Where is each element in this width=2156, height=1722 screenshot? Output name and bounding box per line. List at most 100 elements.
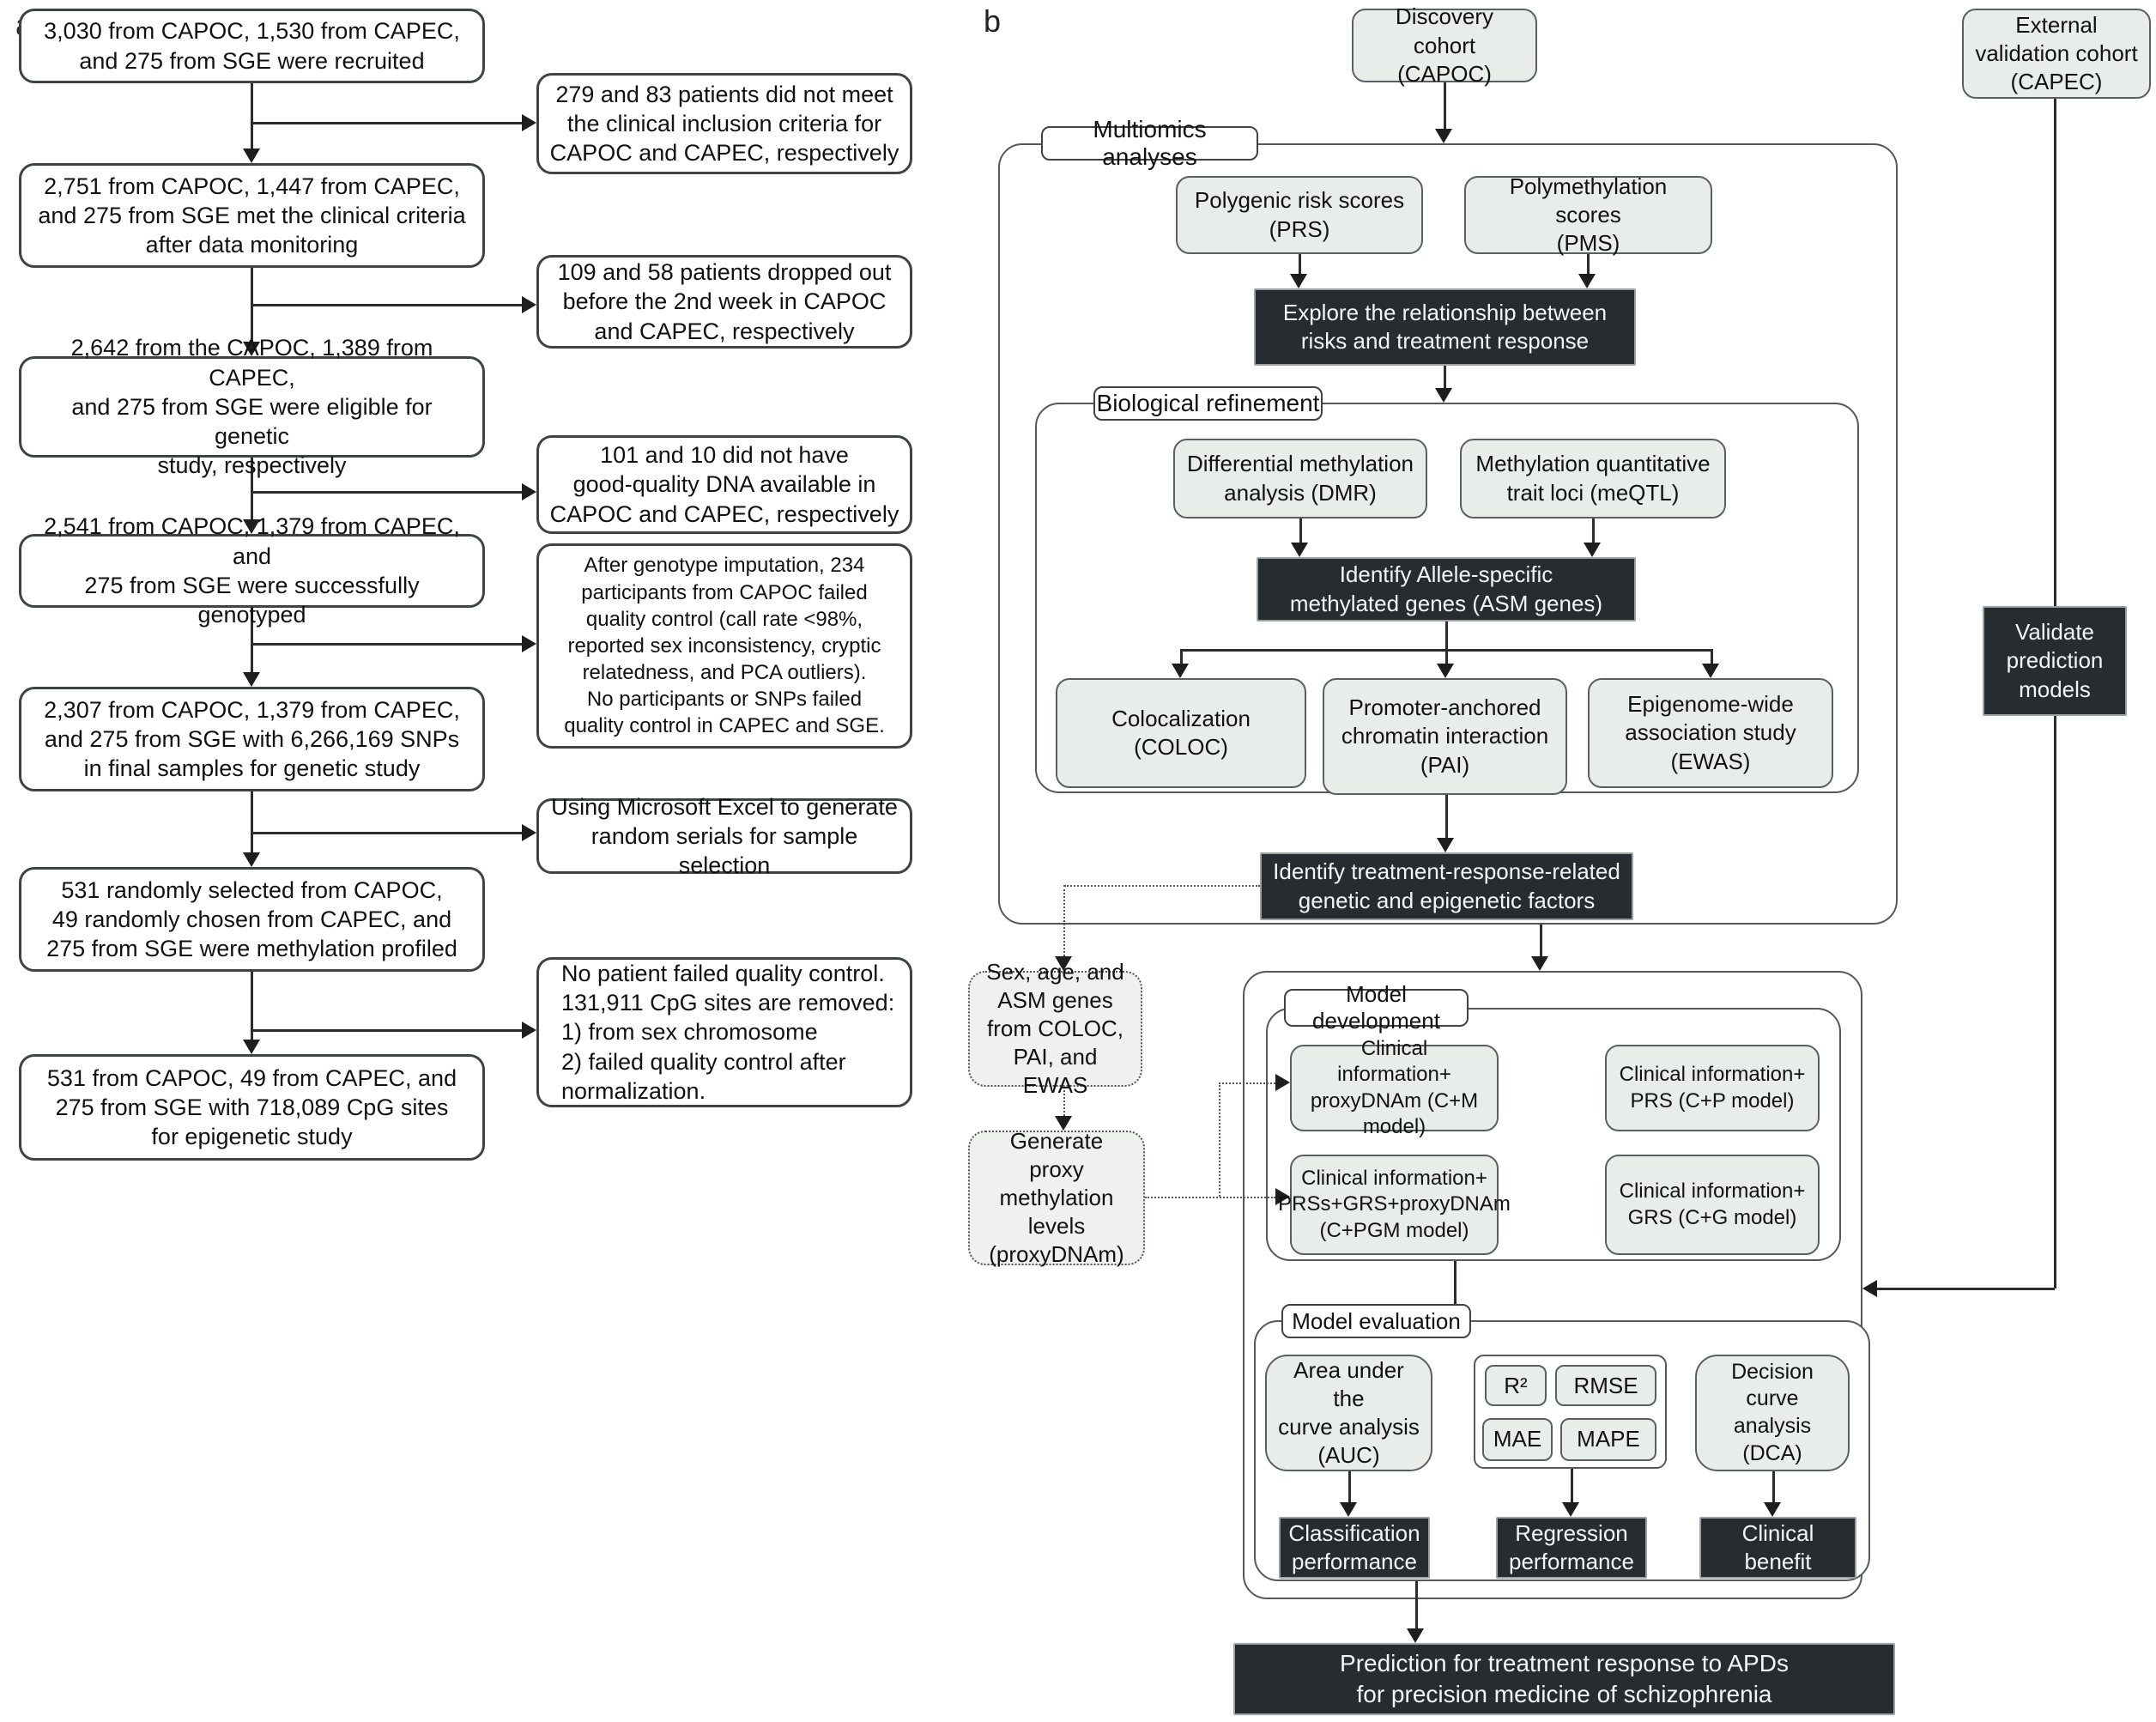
regression-box: Regression performance xyxy=(1496,1517,1647,1579)
coloc-box: Colocalization (COLOC) xyxy=(1056,678,1306,788)
arrowhead-down-icon xyxy=(1702,664,1719,678)
arrowhead-right-icon xyxy=(522,824,536,841)
connector-line xyxy=(1299,254,1301,274)
box-eligible-genetic: 2,642 from the CAPOC, 1,389 from CAPEC, … xyxy=(19,335,485,478)
connector-line xyxy=(1711,649,1713,664)
connector-line xyxy=(251,1029,522,1032)
auc-box: Area under the curve analysis (AUC) xyxy=(1265,1355,1432,1471)
connector-line xyxy=(1454,1261,1457,1306)
connector-line xyxy=(1571,1469,1573,1502)
arrowhead-right-icon xyxy=(522,296,536,313)
arrowhead-down-icon xyxy=(1055,1116,1072,1131)
explore-box: Explore the relationship between risks a… xyxy=(1254,288,1636,366)
pai-box: Promoter-anchored chromatin interaction … xyxy=(1323,678,1567,795)
connector-line xyxy=(1587,254,1590,274)
connector-line xyxy=(1445,793,1448,838)
box-imputation-qc: After genotype imputation, 234 participa… xyxy=(536,543,912,749)
arrowhead-down-icon xyxy=(1055,956,1072,971)
box-epigenetic-study: 531 from CAPOC, 49 from CAPEC, and 275 f… xyxy=(19,1054,485,1161)
arrowhead-right-icon xyxy=(1275,1074,1290,1091)
generate-proxy-box: Generate proxy methylation levels (proxy… xyxy=(968,1128,1145,1267)
rmse-box: RMSE xyxy=(1555,1365,1656,1406)
connector-line xyxy=(1592,518,1595,543)
box-cpg-removed: No patient failed quality control. 131,9… xyxy=(536,957,912,1107)
cp-model-box: Clinical information+ PRS (C+P model) xyxy=(1605,1045,1820,1131)
dotted-connector-line xyxy=(1145,1197,1275,1198)
arrowhead-down-icon xyxy=(1435,388,1452,403)
biological-refinement-label: Biological refinement xyxy=(1093,386,1323,421)
box-methylation-profiled: 531 randomly selected from CAPOC, 49 ran… xyxy=(19,867,485,972)
connector-line xyxy=(1540,925,1542,956)
arrowhead-down-icon xyxy=(243,1040,260,1054)
identify-factors-box: Identify treatment-response-related gene… xyxy=(1260,852,1633,920)
cm-model-box: Clinical information+ proxyDNAm (C+M mod… xyxy=(1290,1037,1499,1138)
sex-asm-box: Sex, age, and ASM genes from COLOC, PAI,… xyxy=(968,959,1142,1098)
meqtl-box: Methylation quantitative trait loci (meQ… xyxy=(1460,439,1726,518)
mae-box: MAE xyxy=(1482,1418,1553,1461)
connector-line xyxy=(251,643,522,646)
connector-line xyxy=(1299,518,1302,543)
ewas-box: Epigenome-wide association study (EWAS) xyxy=(1588,678,1833,788)
arrowhead-down-icon xyxy=(243,852,260,867)
connector-line xyxy=(251,832,522,834)
arrowhead-down-icon xyxy=(1578,274,1596,288)
connector-line xyxy=(1772,1471,1775,1502)
arrowhead-down-icon xyxy=(1531,956,1548,971)
arrowhead-right-icon xyxy=(522,1022,536,1039)
arrowhead-down-icon xyxy=(1584,543,1601,557)
dotted-connector-line xyxy=(1219,1082,1220,1197)
arrowhead-down-icon xyxy=(1562,1502,1579,1517)
cg-model-box: Clinical information+ GRS (C+G model) xyxy=(1605,1155,1820,1255)
arrowhead-right-icon xyxy=(522,114,536,131)
box-no-dna: 101 and 10 did not have good-quality DNA… xyxy=(536,435,912,534)
connector-line xyxy=(251,608,253,672)
arrowhead-down-icon xyxy=(1437,838,1454,852)
arrowhead-down-icon xyxy=(1764,1502,1781,1517)
box-final-genetic: 2,307 from CAPOC, 1,379 from CAPEC, and … xyxy=(19,687,485,791)
connector-line xyxy=(1877,1288,2055,1290)
dotted-connector-line xyxy=(1064,885,1260,887)
box-excel-random: Using Microsoft Excel to generate random… xyxy=(536,794,912,878)
arrowhead-down-icon xyxy=(243,149,260,163)
dotted-connector-line xyxy=(1063,885,1065,956)
connector-line xyxy=(1348,1471,1351,1502)
dotted-connector-line xyxy=(1063,1087,1065,1116)
connector-line xyxy=(1180,649,1183,664)
cpgm-model-box: Clinical information+ PRSs+GRS+proxyDNAm… xyxy=(1278,1155,1511,1255)
connector-line xyxy=(251,304,522,306)
arrowhead-right-icon xyxy=(1275,1188,1290,1205)
dca-box: Decision curve analysis (DCA) xyxy=(1695,1355,1850,1471)
model-development-label: Model development xyxy=(1284,981,1469,1034)
arrowhead-left-icon xyxy=(1862,1280,1877,1297)
asm-box: Identify Allele-specific methylated gene… xyxy=(1257,557,1636,621)
connector-line xyxy=(1415,1581,1418,1628)
connector-line xyxy=(251,83,253,150)
arrowhead-right-icon xyxy=(522,483,536,500)
arrowhead-down-icon xyxy=(243,342,260,356)
box-excluded-inclusion: 279 and 83 patients did not meet the cli… xyxy=(536,73,912,174)
box-dropped-out: 109 and 58 patients dropped out before t… xyxy=(536,255,912,349)
dmr-box: Differential methylation analysis (DMR) xyxy=(1173,439,1427,518)
arrowhead-down-icon xyxy=(1172,664,1189,678)
arrowhead-down-icon xyxy=(1437,664,1454,678)
pms-box: Polymethylation scores (PMS) xyxy=(1464,173,1712,256)
model-evaluation-label: Model evaluation xyxy=(1281,1304,1471,1338)
mape-box: MAPE xyxy=(1560,1418,1656,1461)
connector-line xyxy=(251,972,253,1040)
clinical-benefit-box: Clinical benefit xyxy=(1699,1517,1856,1579)
prediction-box: Prediction for treatment response to APD… xyxy=(1233,1643,1895,1715)
box-genotyped: 2,541 from CAPOC, 1,379 from CAPEC, and … xyxy=(19,513,485,628)
r2-box: R² xyxy=(1485,1365,1547,1406)
arrowhead-down-icon xyxy=(1290,274,1307,288)
connector-line xyxy=(1444,366,1446,388)
box-met-criteria: 2,751 from CAPOC, 1,447 from CAPEC, and … xyxy=(19,163,485,268)
arrowhead-right-icon xyxy=(522,635,536,652)
classification-box: Classification performance xyxy=(1279,1517,1430,1579)
discovery-cohort-box: Discovery cohort (CAPOC) xyxy=(1352,3,1537,87)
dotted-connector-line xyxy=(1219,1082,1275,1084)
arrowhead-down-icon xyxy=(243,519,260,534)
connector-line xyxy=(251,458,253,519)
connector-line xyxy=(1444,82,1446,130)
arrowhead-down-icon xyxy=(1340,1502,1357,1517)
